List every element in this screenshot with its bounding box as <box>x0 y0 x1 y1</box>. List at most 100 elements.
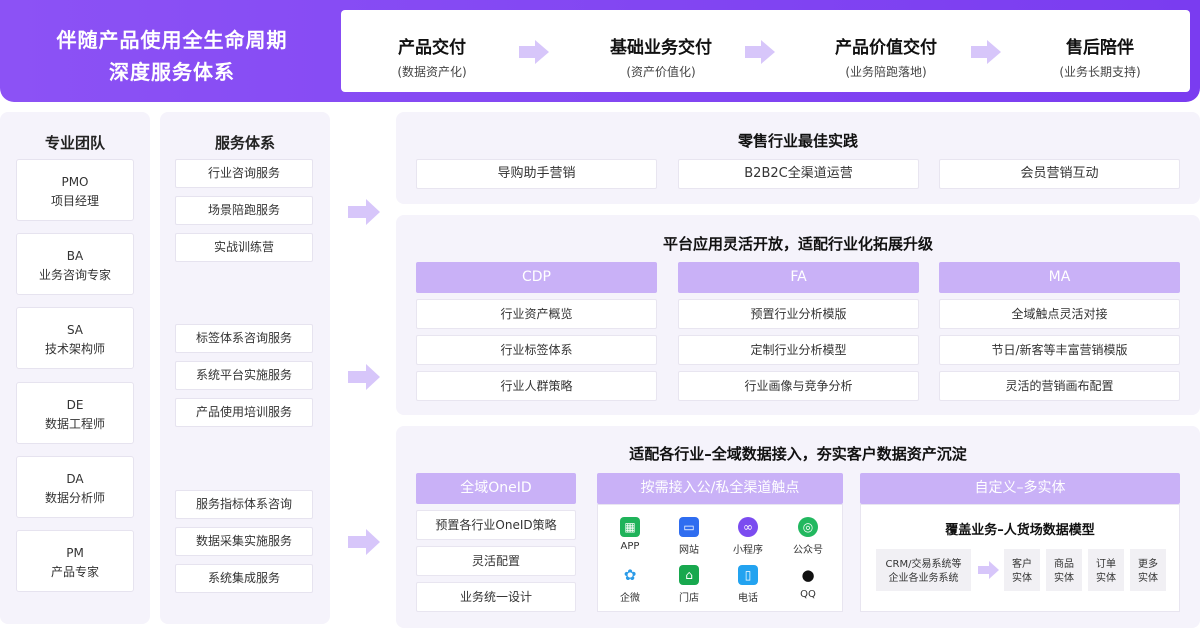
role-abbr: SA <box>66 323 84 337</box>
retail-item: B2B2C全渠道运营 <box>678 159 919 189</box>
stage-arrow-icon <box>745 40 775 64</box>
qq-icon: ● <box>798 565 818 585</box>
role-card: SA 技术架构师 <box>16 307 134 369</box>
role-abbr: DE <box>66 398 84 412</box>
fa-item: 预置行业分析模版 <box>678 299 919 329</box>
service-item: 服务指标体系咨询 <box>175 490 313 519</box>
channel-qq: ● QQ <box>778 565 838 600</box>
role-card: BA 业务咨询专家 <box>16 233 134 295</box>
service-item: 行业咨询服务 <box>175 159 313 188</box>
service-item: 场景陪跑服务 <box>175 196 313 225</box>
service-item: 实战训练营 <box>175 233 313 262</box>
entity-line: 实体 <box>1138 573 1158 584</box>
stage-title: 产品交付 <box>398 38 466 58</box>
official-account-icon: ◎ <box>798 517 818 537</box>
entity-box: 客户实体 <box>1004 549 1040 591</box>
stage-title: 基础业务交付 <box>610 38 712 58</box>
role-card: DE 数据工程师 <box>16 382 134 444</box>
ma-header: MA <box>939 262 1180 293</box>
store-icon: ⌂ <box>679 565 699 585</box>
channel-label: 电话 <box>738 593 758 604</box>
role-name: 项目经理 <box>50 194 99 208</box>
service-item: 系统集成服务 <box>175 564 313 593</box>
stage-subtitle: (业务长期支持) <box>1059 65 1141 79</box>
cdp-item: 行业资产概览 <box>416 299 657 329</box>
role-name: 产品专家 <box>50 565 99 579</box>
ma-item: 全域触点灵活对接 <box>939 299 1180 329</box>
oneid-item: 灵活配置 <box>416 546 576 576</box>
stage-arrow-icon <box>971 40 1001 64</box>
role-name: 技术架构师 <box>44 342 105 356</box>
page-title: 伴随产品使用全生命周期 深度服务体系 <box>22 24 322 88</box>
channel-website: ▭网站 <box>659 517 719 556</box>
cdp-item: 行业人群策略 <box>416 371 657 401</box>
entity-box: 订单实体 <box>1088 549 1124 591</box>
channel-label: 公众号 <box>793 545 823 556</box>
mini-program-icon: ∞ <box>738 517 758 537</box>
channel-phone: ▯电话 <box>718 565 778 604</box>
flow-arrow-icon <box>348 364 380 390</box>
entity-box: 更多实体 <box>1130 549 1166 591</box>
channel-app: ▦APP <box>600 517 660 552</box>
entity-line: 实体 <box>1096 573 1116 584</box>
cdp-item: 行业标签体系 <box>416 335 657 365</box>
cdp-header: CDP <box>416 262 657 293</box>
service-item: 产品使用培训服务 <box>175 398 313 427</box>
entity-line: 实体 <box>1012 573 1032 584</box>
channel-label: QQ <box>800 589 816 600</box>
channels-header: 按需接入公/私全渠道触点 <box>597 473 843 504</box>
data-title: 适配各行业–全域数据接入，夯实客户数据资产沉淀 <box>629 445 967 463</box>
stage-basic-business-delivery: 基础业务交付 (资产价值化) <box>567 10 755 92</box>
channel-label: 小程序 <box>733 545 763 556</box>
channels-grid: ▦APP ▭网站 ∞ 小程序 ◎ 公众号 ✿ 企微 ⌂门店 ▯电话 ● QQ <box>597 504 843 612</box>
channel-mini-program: ∞ 小程序 <box>718 517 778 556</box>
service-item: 数据采集实施服务 <box>175 527 313 556</box>
header-banner: 伴随产品使用全生命周期 深度服务体系 产品交付 (数据资产化) 基础业务交付 (… <box>0 0 1200 102</box>
channel-label: 网站 <box>679 545 699 556</box>
entity-line: 客户 <box>1012 559 1032 570</box>
fa-item: 定制行业分析模型 <box>678 335 919 365</box>
stage-subtitle: (业务陪跑落地) <box>845 65 927 79</box>
stage-title: 售后陪伴 <box>1066 38 1134 58</box>
service-item: 标签体系咨询服务 <box>175 324 313 353</box>
fa-header: FA <box>678 262 919 293</box>
oneid-header: 全域OneID <box>416 473 576 504</box>
channel-label: 企微 <box>620 593 640 604</box>
entity-box: 商品实体 <box>1046 549 1082 591</box>
team-title: 专业团队 <box>44 134 105 152</box>
role-name: 数据工程师 <box>44 417 105 431</box>
source-line: CRM/交易系统等 <box>885 559 962 570</box>
role-name: 数据分析师 <box>44 491 105 505</box>
channel-wecom: ✿ 企微 <box>600 565 660 604</box>
fa-item: 行业画像与竞争分析 <box>678 371 919 401</box>
retail-item: 会员营销互动 <box>939 159 1180 189</box>
role-name: 业务咨询专家 <box>38 268 111 282</box>
stage-title: 产品价值交付 <box>835 38 937 58</box>
page-title-line2: 深度服务体系 <box>109 60 235 84</box>
stage-product-delivery: 产品交付 (数据资产化) <box>341 10 523 92</box>
role-abbr: BA <box>66 249 84 263</box>
source-line: 企业各业务系统 <box>888 573 959 584</box>
flow-arrow-icon <box>348 199 380 225</box>
role-abbr: PMO <box>61 175 89 189</box>
channel-store: ⌂门店 <box>659 565 719 604</box>
stage-product-value-delivery: 产品价值交付 (业务陪跑落地) <box>795 10 977 92</box>
retail-title: 零售行业最佳实践 <box>737 132 858 150</box>
page-title-line1: 伴随产品使用全生命周期 <box>56 28 288 52</box>
wecom-icon: ✿ <box>620 565 640 585</box>
services-title: 服务体系 <box>214 134 275 152</box>
stage-subtitle: (数据资产化) <box>397 65 467 79</box>
channel-official-account: ◎ 公众号 <box>778 517 838 556</box>
ma-item: 灵活的营销画布配置 <box>939 371 1180 401</box>
stage-subtitle: (资产价值化) <box>626 65 696 79</box>
role-card: PMO 项目经理 <box>16 159 134 221</box>
entity-arrow-icon <box>978 561 999 579</box>
data-model-panel: 覆盖业务–人货场数据模型 CRM/交易系统等 企业各业务系统 客户实体 商品实体… <box>860 504 1180 612</box>
platform-title: 平台应用灵活开放，适配行业化拓展升级 <box>662 235 933 253</box>
source-systems-box: CRM/交易系统等 企业各业务系统 <box>876 549 971 591</box>
services-panel: 服务体系 行业咨询服务 场景陪跑服务 实战训练营 标签体系咨询服务 系统平台实施… <box>160 112 330 624</box>
role-abbr: PM <box>66 546 84 560</box>
service-item: 系统平台实施服务 <box>175 361 313 390</box>
entity-line: 订单 <box>1096 559 1116 570</box>
